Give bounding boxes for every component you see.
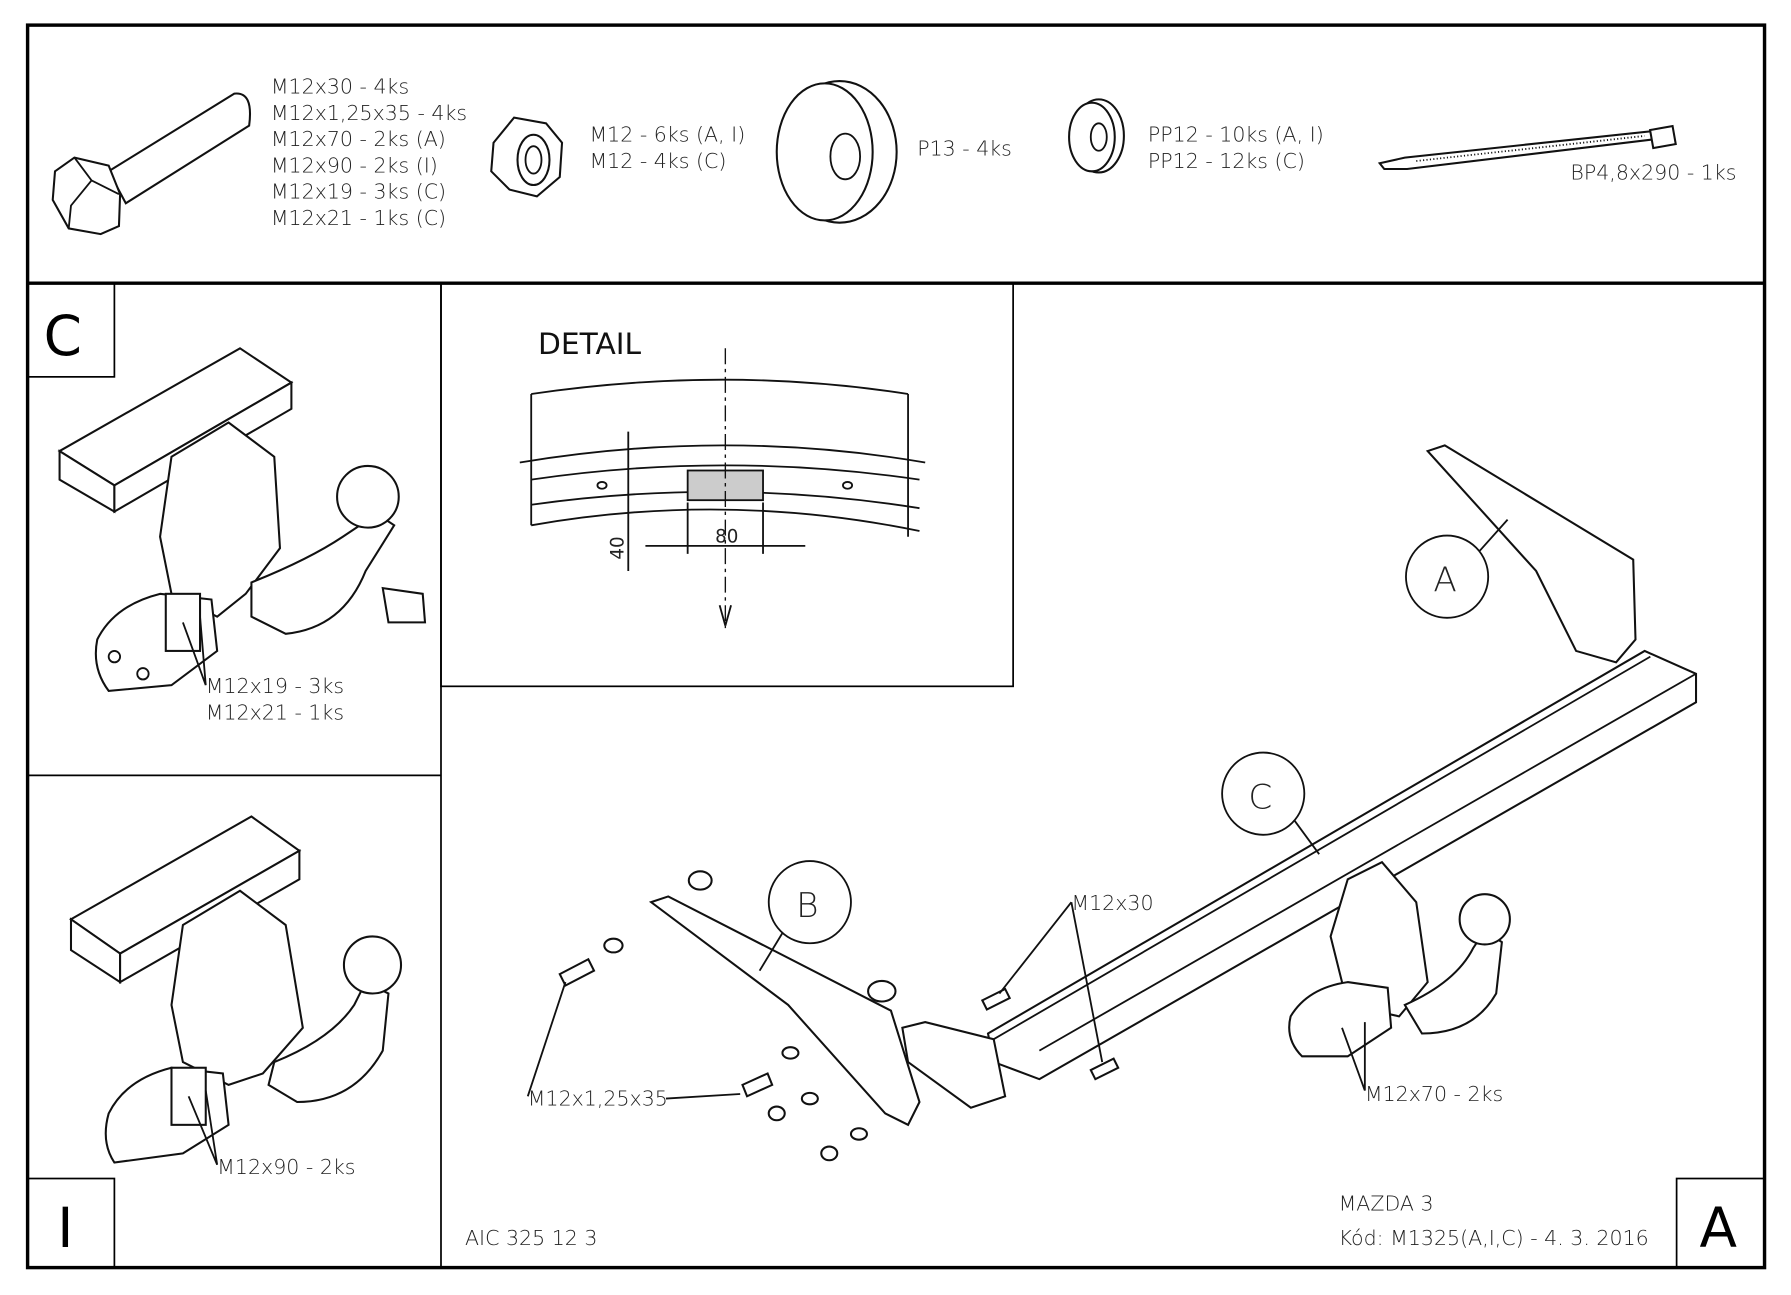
detail-height-dimension: 40 <box>608 536 629 559</box>
bolt-label: M12x19 - 3ks (C) <box>271 180 446 204</box>
bolt-label: M12x1,25x35 - 4ks <box>271 101 467 125</box>
vehicle-model: MAZDA 3 <box>1339 1191 1434 1215</box>
callout-c: C <box>1248 778 1272 818</box>
variant-letter: A <box>1699 1196 1737 1260</box>
m12x70-label: M12x70 - 2ks <box>1365 1082 1503 1106</box>
large-washer-label: P13 - 4ks <box>917 136 1012 160</box>
panel-c-label: M12x21 - 1ks <box>206 700 344 724</box>
bolt-icon <box>51 92 251 236</box>
small-washer-icon <box>1068 98 1125 174</box>
bolt-label: M12x21 - 1ks (C) <box>271 206 446 230</box>
document-code: Kód: M1325(A,I,C) - 4. 3. 2016 <box>1339 1226 1649 1250</box>
detail-section-drawing <box>519 348 926 629</box>
cable-tie-label: BP4,8x290 - 1ks <box>1570 160 1736 184</box>
bolt-label: M12x30 - 4ks <box>271 75 409 99</box>
product-code: AIC 325 12 3 <box>465 1226 598 1250</box>
panel-i-label: M12x90 - 2ks <box>217 1155 355 1179</box>
bolt-label: M12x90 - 2ks (I) <box>271 153 438 177</box>
leader-lines <box>182 616 1366 1166</box>
detail-title: DETAIL <box>538 327 642 362</box>
small-washer-label: PP12 - 12ks (C) <box>1148 149 1305 173</box>
detail-width-dimension: 80 <box>715 526 738 547</box>
panel-c-letter: C <box>44 304 82 368</box>
callouts: A B C <box>758 518 1509 972</box>
cable-tie-icon <box>1377 124 1677 171</box>
callout-b: B <box>796 886 818 926</box>
m12x125x35-label: M12x1,25x35 <box>528 1086 668 1110</box>
small-washer-label: PP12 - 10ks (A, I) <box>1148 123 1324 147</box>
drawing-frame <box>25 23 1767 1270</box>
main-assembly-drawing <box>558 444 1698 1162</box>
callout-a: A <box>1433 561 1456 601</box>
towbar-fixed-drawing <box>69 815 403 1164</box>
nut-label: M12 - 4ks (C) <box>589 149 726 173</box>
panel-c-label: M12x19 - 3ks <box>206 674 344 698</box>
bolt-label: M12x70 - 2ks (A) <box>271 127 446 151</box>
panel-i-letter: I <box>57 1196 73 1260</box>
m12x30-label: M12x30 <box>1071 891 1153 915</box>
large-washer-icon <box>775 80 898 224</box>
towbar-detachable-drawing <box>57 347 427 692</box>
nut-icon <box>490 116 564 198</box>
bolt-sizes: M12x30 - 4ks M12x1,25x35 - 4ks M12x70 - … <box>271 75 467 230</box>
nut-label: M12 - 6ks (A, I) <box>589 123 745 147</box>
